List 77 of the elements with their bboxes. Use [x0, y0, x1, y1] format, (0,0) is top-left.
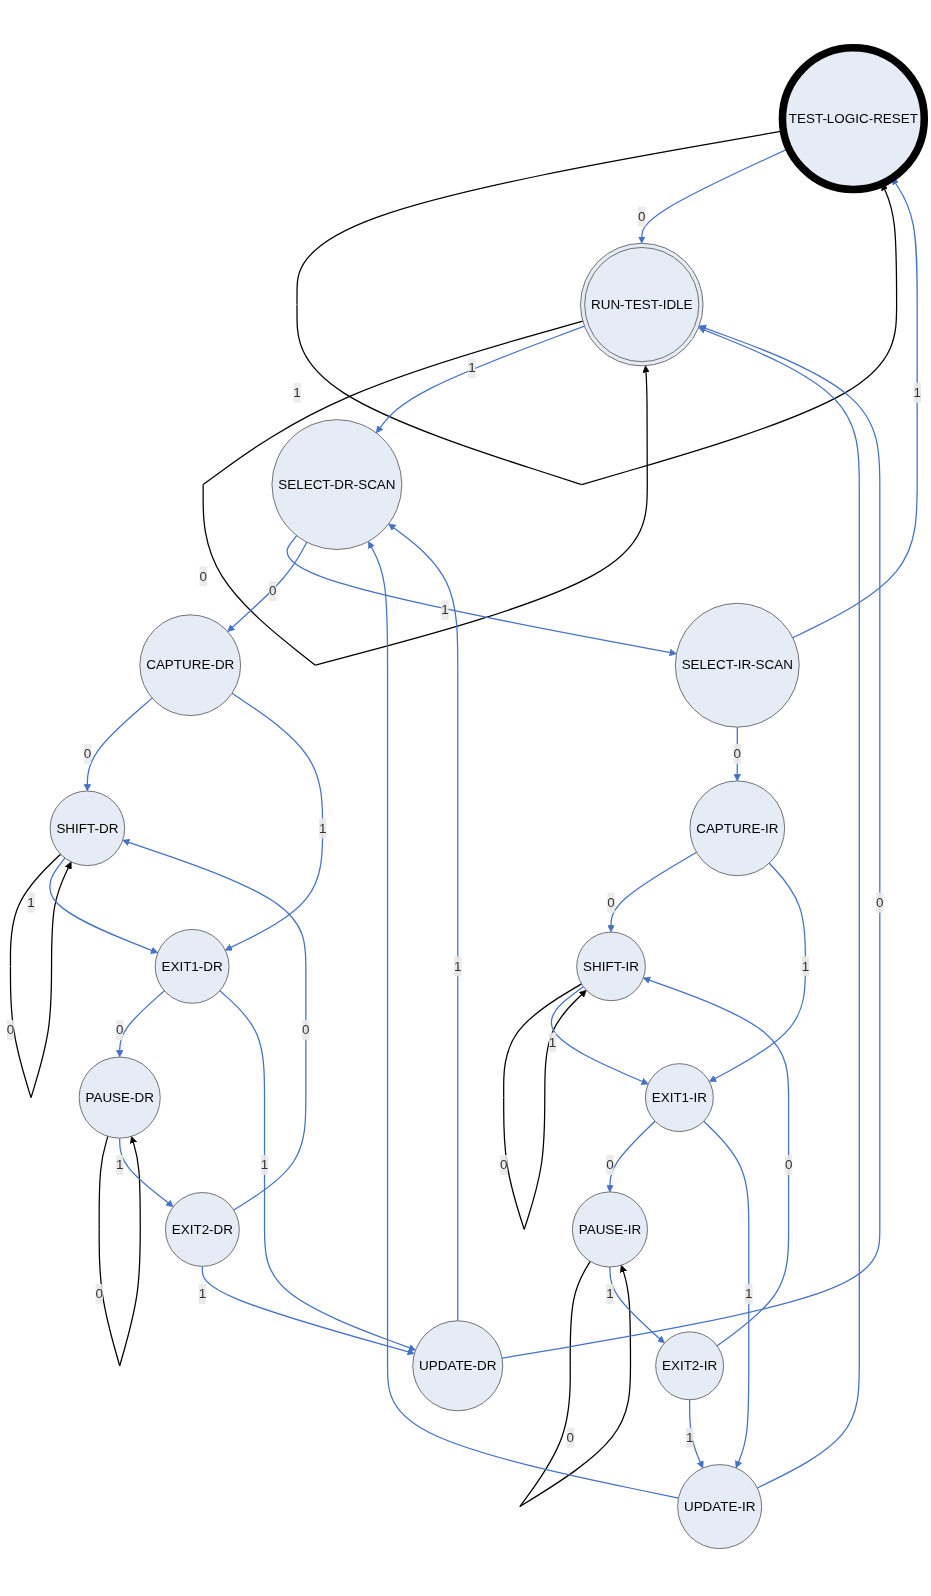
edge-label: 1	[198, 1286, 207, 1301]
arrow	[606, 1120, 656, 1193]
arrow	[202, 320, 650, 666]
arrow	[367, 540, 680, 1499]
edge-label: 0	[733, 746, 742, 761]
node-circle: CAPTURE-IR	[689, 780, 786, 876]
arrow	[503, 983, 587, 1230]
edge-label: 1	[260, 1157, 269, 1172]
edge-label: 0	[302, 1022, 310, 1037]
node-circle: SHIFT-IR	[576, 931, 646, 1001]
edge-label: 0	[115, 1022, 124, 1037]
node-circle: PAUSE-IR	[572, 1191, 648, 1268]
edge-label: 0	[607, 894, 615, 910]
node-circle: RUN-TEST-IDLE	[580, 242, 704, 367]
edge-label: 0	[199, 568, 207, 583]
edge-label: 0	[95, 1286, 103, 1301]
edge-label: 1	[454, 958, 462, 973]
edge-label: 0	[499, 1157, 508, 1172]
edge-label: 0	[784, 1157, 793, 1172]
edge-label: 0	[566, 1429, 574, 1445]
arrow	[224, 692, 324, 951]
arrow	[607, 851, 698, 933]
edge-label: 1	[745, 1286, 753, 1301]
node-circle: SHIFT-DR	[49, 790, 126, 866]
arrow	[286, 534, 677, 656]
arrow	[703, 1120, 750, 1469]
node-circle: TEST-LOGIC-RESET	[778, 43, 929, 194]
node-circle: SELECT-DR-SCAN	[271, 419, 403, 550]
arrow	[227, 541, 308, 632]
edge-label: 1	[441, 602, 449, 617]
node-circle: PAUSE-DR	[78, 1056, 161, 1139]
edge-label: 0	[638, 208, 646, 223]
arrow	[98, 1135, 141, 1367]
edge-label: 0	[6, 1022, 15, 1037]
arrow	[689, 1398, 704, 1469]
arrow	[119, 1137, 174, 1207]
arrow	[201, 1265, 415, 1356]
edge-label: 1	[801, 958, 810, 973]
edge-label: 1	[318, 820, 327, 835]
arrow	[792, 177, 918, 639]
node-circle: EXIT2-IR	[655, 1331, 724, 1400]
edge-label: 1	[468, 360, 476, 375]
arrow	[9, 853, 72, 1099]
arrow	[388, 523, 459, 1322]
arrow	[708, 862, 807, 1082]
edge-label: 0	[876, 894, 884, 910]
node-circle: UPDATE-IR	[677, 1464, 763, 1549]
arrow	[122, 838, 307, 1211]
node-circle: EXIT1-DR	[154, 928, 230, 1004]
edge-label: 0	[606, 1157, 614, 1172]
node-circle: UPDATE-DR	[412, 1320, 504, 1412]
node-circle: CAPTURE-DR	[139, 614, 241, 716]
arrow	[698, 326, 860, 1489]
arrow	[296, 130, 898, 485]
arrow	[375, 325, 585, 434]
arrow	[49, 857, 159, 954]
arrow	[733, 726, 741, 782]
edge-label: 1	[293, 385, 301, 400]
arrow	[116, 990, 166, 1058]
arrow	[609, 1266, 665, 1344]
edge-label: 1	[606, 1286, 614, 1301]
arrow	[83, 697, 153, 792]
node-circle: SELECT-IR-SCAN	[674, 602, 800, 728]
arrow	[550, 985, 649, 1085]
arrow	[519, 1260, 632, 1508]
arrow	[501, 324, 881, 1359]
arrow	[642, 976, 790, 1347]
edge-label: 1	[115, 1157, 124, 1172]
edge-label: 0	[83, 746, 92, 761]
edge-label: 1	[913, 385, 921, 400]
edge-label: 1	[685, 1429, 694, 1445]
edge-label: 0	[268, 583, 277, 598]
node-circle: EXIT2-DR	[165, 1191, 240, 1267]
node-circle: EXIT1-IR	[645, 1063, 714, 1132]
edge-label: 1	[548, 1034, 557, 1050]
edge-label: 1	[27, 894, 35, 910]
arrow	[219, 990, 416, 1352]
